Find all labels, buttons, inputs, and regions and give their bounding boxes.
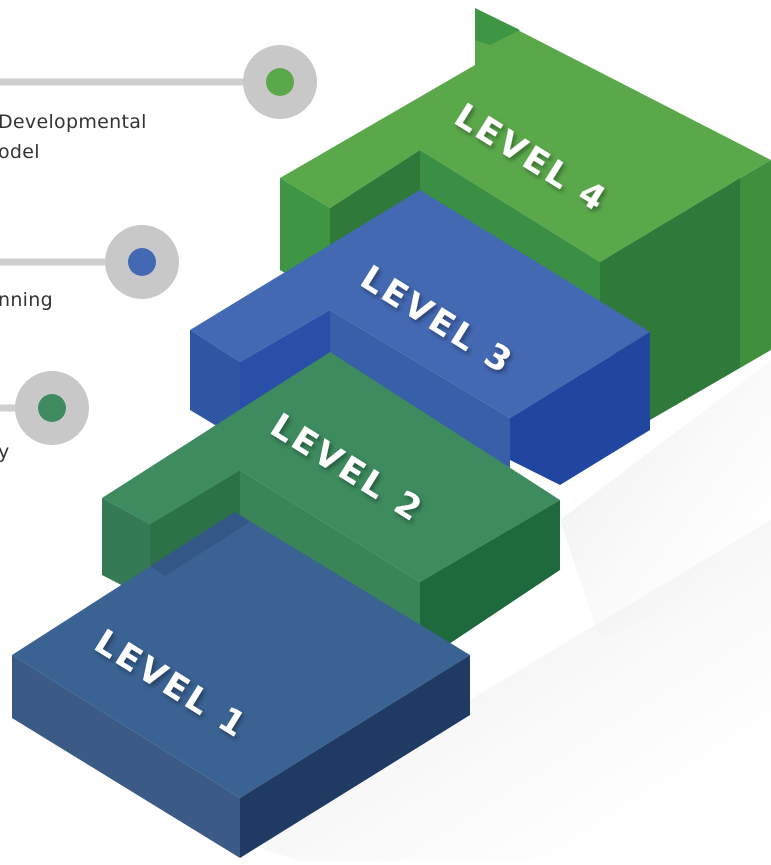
level-1-left-face xyxy=(12,655,240,858)
level-1-block xyxy=(12,512,470,858)
level-4-top xyxy=(280,8,771,262)
level-4-arrow-front xyxy=(740,160,771,368)
level-3-left-face xyxy=(190,330,240,440)
level-2-right-face xyxy=(420,500,560,650)
connector-node-2-dot xyxy=(128,248,156,276)
level-1-inner-shadow xyxy=(150,512,250,576)
level-1-right-face xyxy=(240,655,470,858)
level-3-top xyxy=(190,190,650,418)
callout-1-line-2: odel xyxy=(0,141,40,163)
level-4-top-notch xyxy=(475,8,520,45)
callout-2-text: nning xyxy=(0,285,53,315)
connector-node-1 xyxy=(243,45,317,119)
level-1-top xyxy=(12,512,470,798)
callout-1-text: Developmental odel xyxy=(0,107,147,167)
floor-shadow-upper xyxy=(560,360,771,640)
callout-3-text: y xyxy=(0,437,10,467)
level-3-right-face xyxy=(510,332,650,485)
level-3-block xyxy=(190,190,650,485)
connector-node-3-dot xyxy=(38,394,66,422)
callout-2-line-1: nning xyxy=(0,289,53,311)
callout-1-line-1: Developmental xyxy=(0,111,147,133)
callout-3-line-1: y xyxy=(0,441,10,463)
connector-node-2 xyxy=(105,225,179,299)
connector-node-3 xyxy=(15,371,89,445)
level-3-tread-riser xyxy=(330,310,510,470)
connector-node-1-dot xyxy=(266,68,294,96)
level-2-top xyxy=(102,352,560,582)
